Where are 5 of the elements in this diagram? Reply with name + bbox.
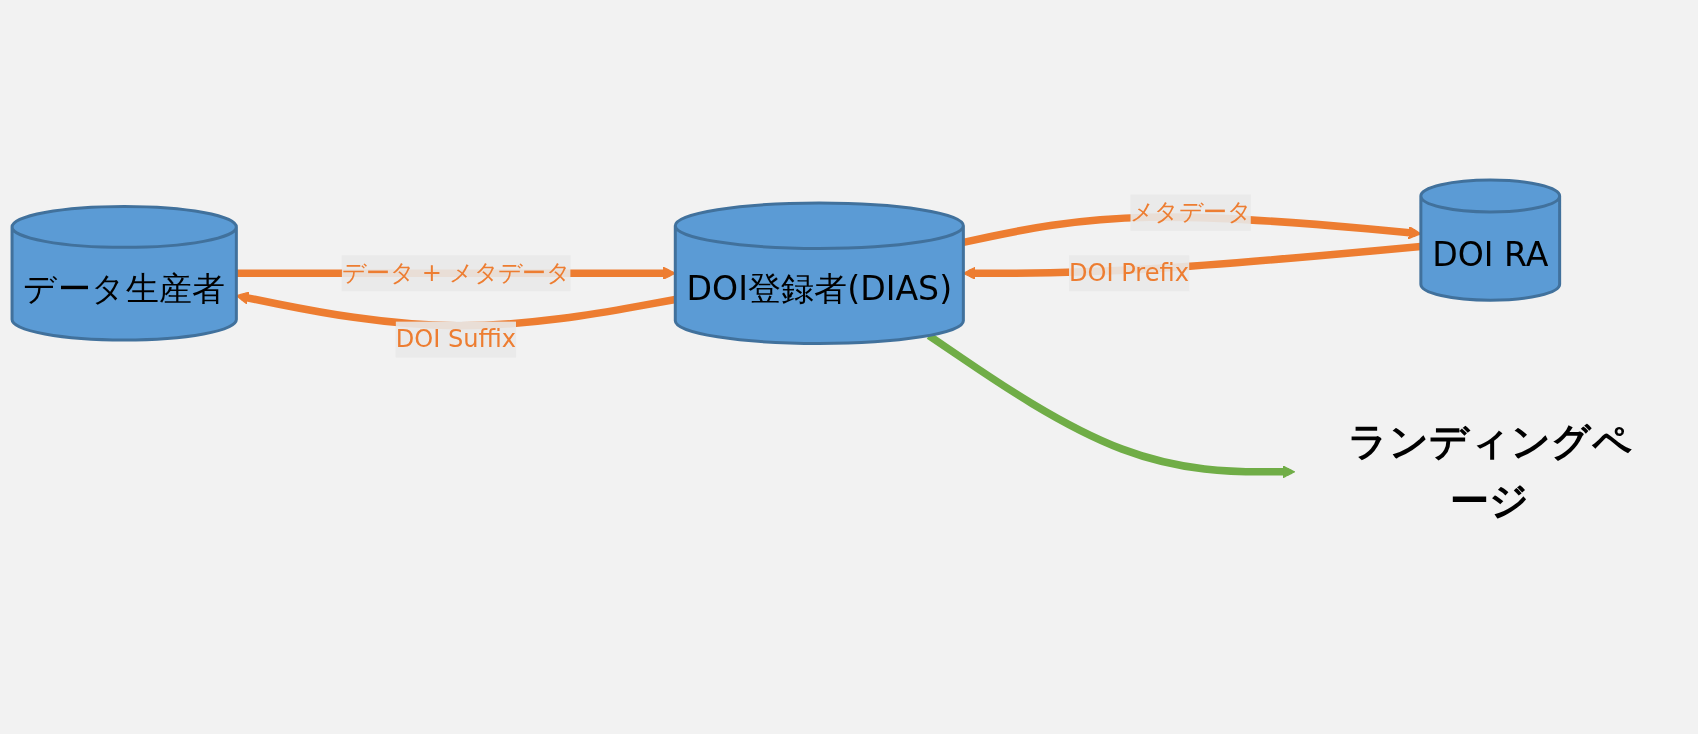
edge-label: DOI Suffix: [395, 324, 516, 354]
node-text: ランディングページ: [1347, 419, 1633, 524]
edge-label: DOI Prefix: [1068, 258, 1189, 288]
edge-label: メタデータ: [1130, 198, 1251, 227]
edge-label: データ + メタデータ: [341, 258, 570, 288]
